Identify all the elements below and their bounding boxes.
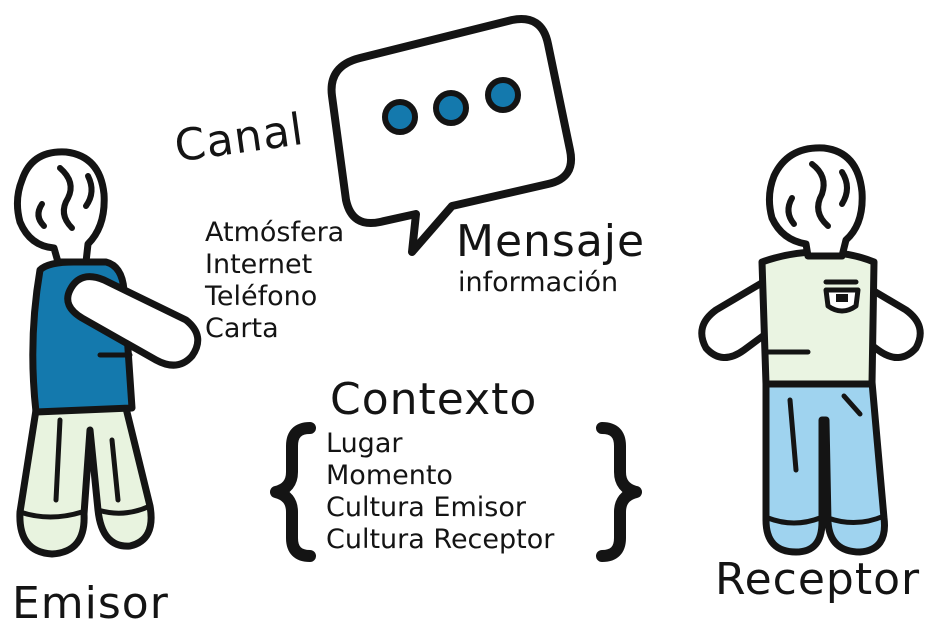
contexto-list: Lugar Momento Cultura Emisor Cultura Rec… [326, 428, 554, 556]
receptor-label: Receptor [715, 554, 921, 605]
bubble-dot [485, 77, 521, 113]
emisor-figure-icon [13, 148, 202, 558]
canal-item: Internet [205, 249, 313, 280]
mensaje-title: Mensaje [456, 216, 646, 267]
canal-item: Carta [205, 313, 279, 344]
canal-item: Atmósfera [205, 217, 345, 248]
contexto-title: Contexto [330, 374, 538, 425]
contexto-item: Momento [326, 460, 453, 491]
bubble-dot [433, 90, 469, 126]
contexto-item: Lugar [326, 428, 403, 459]
left-brace-icon [270, 422, 316, 562]
canal-item: Teléfono [205, 281, 318, 312]
contexto-item: Cultura Receptor [326, 524, 555, 555]
contexto-item: Cultura Emisor [326, 492, 526, 523]
right-brace-icon [596, 422, 642, 562]
receptor-figure-icon [698, 144, 924, 556]
speech-bubble-icon [327, 15, 575, 256]
canal-list: Atmósfera Internet Teléfono Carta [205, 217, 344, 345]
emisor-label: Emisor [12, 578, 169, 626]
mensaje-subtitle: información [458, 267, 619, 298]
bubble-dot [382, 99, 418, 135]
